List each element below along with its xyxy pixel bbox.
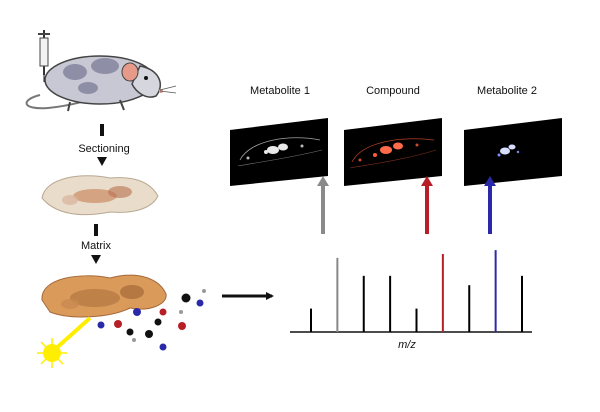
arrow-head-2 xyxy=(91,255,101,264)
spectrum-peaks xyxy=(310,250,523,332)
metabolite-2-signal xyxy=(497,144,520,157)
rat-illustration xyxy=(25,55,177,112)
compound-signal xyxy=(349,138,437,169)
compound-title: Compound xyxy=(366,85,420,97)
ion-dot xyxy=(126,328,134,336)
laser-beam-icon xyxy=(37,316,92,368)
mass-spectrum: m/z xyxy=(290,250,532,351)
ion-dot xyxy=(178,322,186,330)
metabolite-1-link-arrow xyxy=(317,176,329,234)
tissue-section-image xyxy=(41,175,159,216)
ion-dot xyxy=(196,299,204,307)
ion-dot xyxy=(181,293,191,303)
metabolite-2-title: Metabolite 2 xyxy=(477,85,537,97)
metabolite-1-signal xyxy=(237,137,323,167)
metabolite-2-ion-image: Metabolite 2 xyxy=(464,85,562,186)
desorbed-ions xyxy=(97,289,206,351)
arrow-shaft-1 xyxy=(100,124,104,136)
matrix-label: Matrix xyxy=(81,240,111,252)
ion-dot xyxy=(202,289,206,293)
ion-dot xyxy=(154,318,162,326)
ion-dot xyxy=(179,310,183,314)
syringe-icon xyxy=(38,30,50,82)
metabolite-1-ion-image: Metabolite 1 xyxy=(230,85,328,186)
arrow-head-1 xyxy=(97,157,107,166)
sectioning-label: Sectioning xyxy=(78,143,129,155)
compound-ion-image: Compound xyxy=(344,85,442,186)
ion-dot xyxy=(159,343,167,351)
ion-dot xyxy=(132,338,136,342)
ion-dot xyxy=(97,321,105,329)
ion-dot xyxy=(159,308,167,316)
mz-axis-label: m/z xyxy=(398,339,416,351)
ion-dot xyxy=(145,330,153,338)
matrix-coated-tissue-image xyxy=(41,274,167,318)
ion-dot xyxy=(114,320,122,328)
ion-dot xyxy=(133,308,141,316)
arrow-shaft-2 xyxy=(94,224,98,236)
metabolite-2-link-arrow xyxy=(484,176,496,234)
compound-link-arrow xyxy=(421,176,433,234)
metabolite-1-title: Metabolite 1 xyxy=(250,85,310,97)
